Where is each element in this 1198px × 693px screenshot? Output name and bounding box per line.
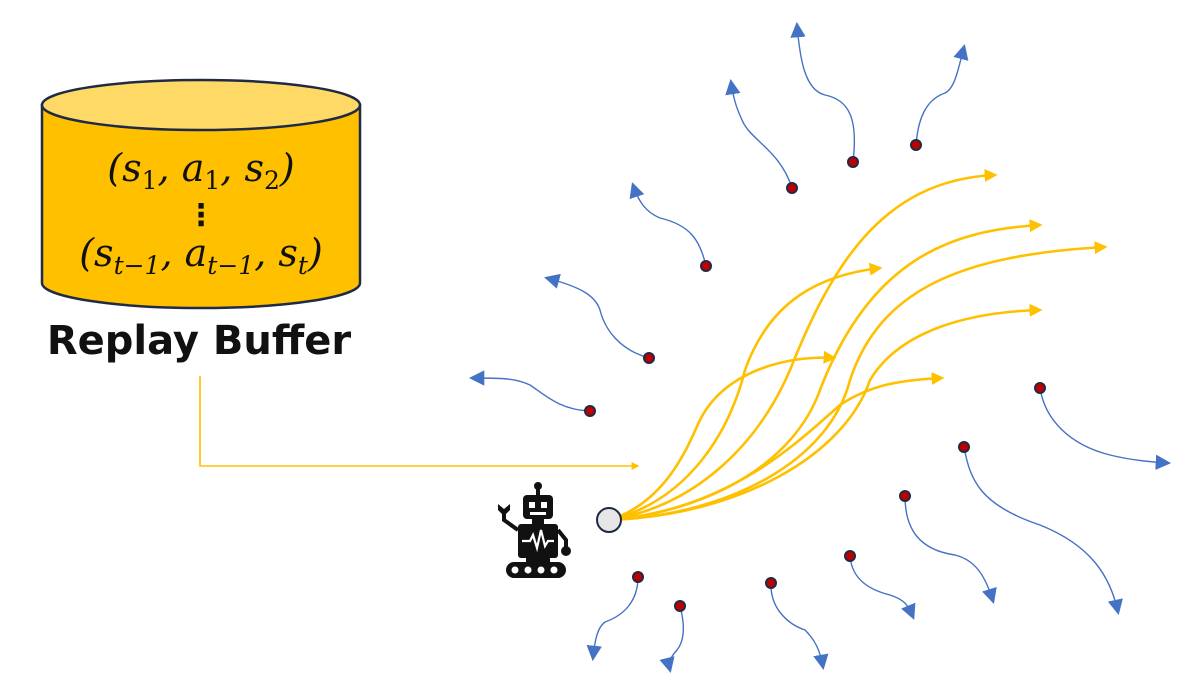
start-point [958, 441, 970, 453]
start-point [700, 260, 712, 272]
cylinder-top [40, 78, 362, 132]
sampled-trajectory [609, 168, 998, 522]
exploration-trajectories [468, 21, 1172, 673]
exploration-trajectory [770, 582, 829, 671]
exploration-trajectory [725, 78, 793, 189]
start-point [584, 405, 596, 417]
exploration-trajectory [849, 555, 916, 620]
start-point [899, 490, 911, 502]
exploration-trajectory [586, 576, 639, 662]
sampled-trajectory [609, 350, 837, 522]
last-transition-tuple: (st−1, at−1, st) [79, 231, 323, 280]
start-point [786, 182, 798, 194]
start-point [643, 352, 655, 364]
start-point [844, 550, 856, 562]
exploration-trajectory [544, 273, 650, 359]
vertical-ellipsis: ⋮ [186, 198, 216, 233]
start-point [765, 577, 777, 589]
sampled-trajectory [609, 219, 1043, 522]
replay-buffer-cylinder: (s1, a1, s2) ⋮ (st−1, at−1, st) [40, 78, 362, 310]
exploration-trajectory [915, 44, 969, 146]
exploration-trajectory [904, 495, 997, 604]
exploration-start-points [584, 139, 1046, 612]
sampled-trajectory [609, 241, 1108, 522]
exploration-trajectory [963, 446, 1123, 616]
buffer-to-agent-arrow [199, 376, 640, 470]
start-state-circle [596, 507, 622, 533]
exploration-trajectory [659, 605, 685, 673]
start-point [674, 600, 686, 612]
start-point [910, 139, 922, 151]
exploration-trajectory [790, 21, 856, 163]
first-transition-tuple: (s1, a1, s2) [107, 146, 294, 195]
start-point [1034, 382, 1046, 394]
sampled-trajectory [609, 372, 945, 522]
robot-icon [498, 482, 571, 578]
cylinder-body [40, 103, 362, 310]
replay-buffer-caption: Replay Buffer [47, 318, 352, 364]
exploration-trajectory [629, 182, 707, 267]
exploration-trajectory [1039, 387, 1172, 471]
sampled-trajectory [609, 262, 883, 522]
start-point [632, 571, 644, 583]
exploration-trajectory [468, 370, 591, 412]
start-point [847, 156, 859, 168]
sampled-trajectories [609, 168, 1108, 522]
